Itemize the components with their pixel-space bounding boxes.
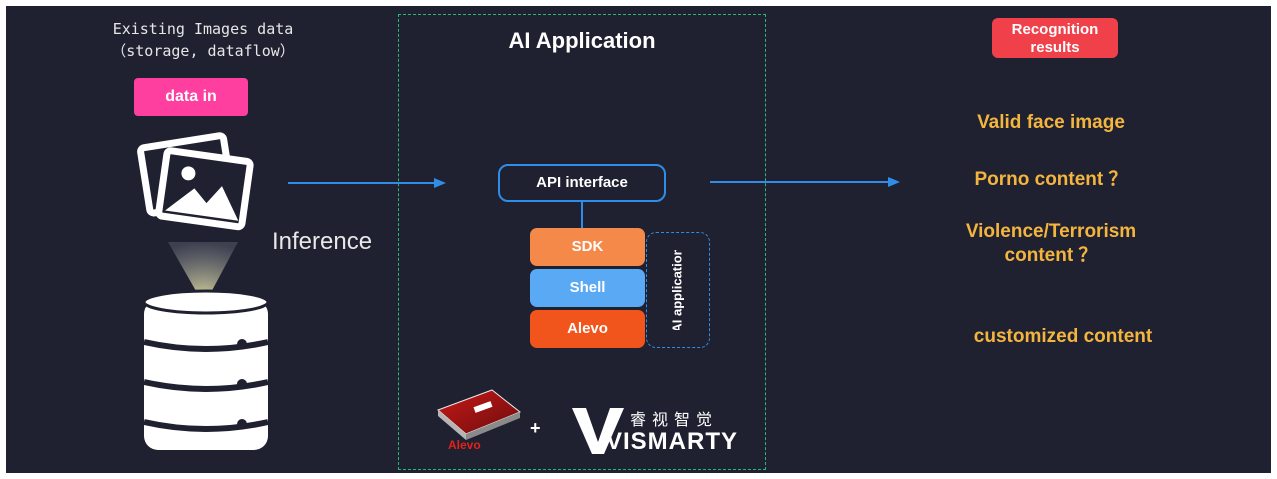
recognition-results-badge: Recognition results (992, 18, 1118, 58)
api-connector-line (581, 202, 583, 228)
light-beam (168, 242, 238, 298)
ai-application-side-text: AI application (669, 250, 684, 330)
result-item: customized content (973, 326, 1153, 347)
vismarty-logo-icon (572, 408, 624, 454)
shell-layer: Shell (530, 269, 645, 307)
inference-label: Inference (272, 228, 373, 255)
existing-images-line2: （storage, dataflow） (111, 42, 295, 60)
arrow-to-results (710, 177, 900, 187)
ai-application-side-label: AI application (669, 250, 684, 330)
photo-stack-icon (137, 132, 254, 231)
data-in-label: data in (134, 78, 248, 116)
existing-images-line1: Existing Images data (112, 20, 294, 38)
plus-sign: + (530, 418, 541, 438)
ai-application-title: AI Application (508, 28, 656, 53)
arrow-to-app (288, 178, 446, 188)
sdk-layer: SDK (530, 228, 645, 266)
brand-name: VISMARTY (606, 428, 739, 455)
ai-application-side-box (646, 232, 710, 348)
alevo-layer: Alevo (530, 310, 645, 348)
accelerator-card-icon (437, 389, 521, 440)
result-item: Violence/Terrorism content ？ (965, 221, 1137, 266)
api-interface-box: API interface (498, 164, 666, 202)
brand-chinese-name: 睿视智觉 (630, 410, 719, 429)
database-icon (142, 289, 270, 450)
ai-application-frame (398, 14, 766, 470)
card-label: Alevo (448, 438, 481, 452)
result-item: Valid face image (977, 112, 1125, 133)
existing-images-title: Existing Images data （storage, dataflow） (78, 18, 328, 62)
diagram-graphics (137, 132, 900, 454)
diagram-canvas: Existing Images data （storage, dataflow）… (6, 6, 1271, 473)
result-item: Porno content ？ (974, 169, 1128, 190)
